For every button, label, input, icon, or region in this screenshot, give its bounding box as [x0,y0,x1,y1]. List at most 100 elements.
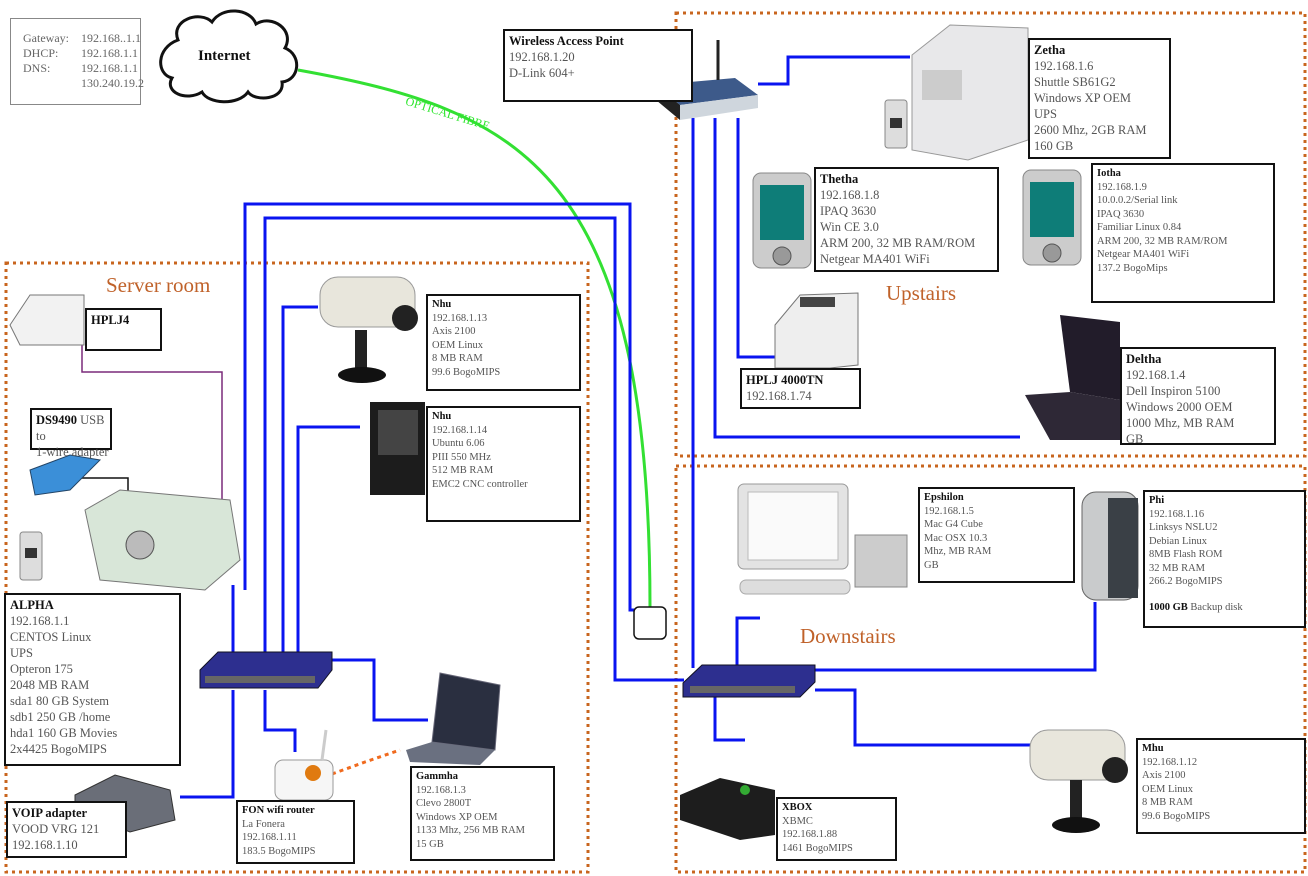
device-detail-line: Mhz, MB RAM [924,546,992,557]
device-detail-line: 1133 Mhz, 256 MB RAM [416,825,525,836]
device-detail-line: 99.6 BogoMIPS [432,366,501,378]
device-name: XBOX [782,802,813,813]
gateway-info-box: Gateway:192.168..1.1 DHCP:192.168.1.1 DN… [10,18,144,105]
device-detail-line: 192.168.1.20 [509,50,575,64]
device-detail-line: 10.0.0.2/Serial link [1097,195,1178,206]
device-detail-line: 183.5 BogoMIPS [242,845,316,857]
device-detail-line: 192.168.1.9 [1097,181,1147,193]
device-detail-line: 137.2 BogoMips [1097,262,1168,274]
internet-label: Internet [198,48,251,64]
serial-link-hplj4 [81,345,223,545]
ups-icon [884,99,908,149]
link-gammha [332,658,428,722]
link-voip [180,690,235,799]
device-detail-line: 192.168.1.3 [416,784,466,796]
printer-4000tn-icon [774,292,859,369]
alpha-ups-icon [19,531,43,581]
ds9490-adapter-icon [29,454,102,496]
device-detail-line: Mac G4 Cube [924,519,983,530]
device-detail-line: 2048 MB RAM [10,678,90,692]
device-name: ALPHA [10,598,54,612]
link-wap-printer [736,118,776,359]
zetha-pc-icon [911,24,1029,161]
device-name: HPLJ4 [91,313,130,327]
device-description: USB to [36,413,105,443]
internet-cloud-icon [159,9,299,104]
device-detail-line: UPS [10,646,33,660]
device-detail-line: Windows XP OEM [416,811,498,823]
device-detail-line: Linksys NSLU2 [1149,522,1218,533]
nslu2-icon [1081,491,1139,601]
deltha-laptop-icon [1025,315,1120,440]
optical-fibre-link [297,68,652,608]
device-detail-line: 192.168.1.8 [820,188,880,202]
gammha-laptop-icon [406,672,501,765]
device-detail-line: 192.168.1.6 [1034,59,1094,73]
device-detail-line: Netgear MA401 WiFi [1097,249,1190,260]
device-detail-line: 160 GB [1034,139,1074,153]
link-phi [815,602,1097,672]
device-detail-line: 2600 Mhz, 2GB RAM [1034,123,1147,137]
downstairs-label: Downstairs [800,624,896,648]
gateway-value: 192.168..1.1 [81,31,141,45]
link-xbox [713,697,745,742]
device-detail-line: Axis 2100 [432,326,476,337]
device-detail-line: Windows 2000 OEM [1126,400,1233,414]
nhu-pc-icon [370,402,425,495]
device-detail-line: Clevo 2800T [416,798,472,809]
device-detail-line: 1000 Mhz, MB RAM [1126,416,1235,430]
device-detail-line: 8MB Flash ROM [1149,549,1223,560]
xbox-icon [680,778,775,840]
link-nhu-pc [296,425,360,655]
device-detail-line: 32 MB RAM [1149,562,1206,574]
link-server-switch-downstairs [263,216,684,682]
device-name: VOIP adapter [12,806,88,820]
hplj4000-label-box: HPLJ 4000TN 192.168.1.74 [740,368,861,409]
device-detail-line: VOOD VRG 121 [12,822,100,836]
device-detail-line: 192.168.1.16 [1149,508,1205,520]
device-detail-line: hda1 160 GB Movies [10,726,118,740]
link-wap-deltha [713,118,1020,439]
mhu-camera-icon [1029,729,1128,833]
device-detail-line: 192.168.1.5 [924,505,974,517]
device-name: Nhu [432,411,452,422]
device-name: HPLJ 4000TN [746,373,824,387]
thetha-pda-icon [752,172,812,269]
device-detail-line: Win CE 3.0 [820,220,879,234]
device-detail-line: 512 MB RAM [432,465,494,476]
device-detail-line: XBMC [782,815,813,827]
device-detail-line: 192.168.1.4 [1126,368,1186,382]
device-detail-line: Familiar Linux 0.84 [1097,222,1182,233]
upstairs-zone [674,11,1307,458]
device-detail-line: 192.168.1.14 [432,424,488,436]
device-detail-line: IPAQ 3630 [1097,208,1145,220]
link-alpha-mediaconverter [243,202,636,612]
upstairs-label: Upstairs [886,281,956,305]
device-detail-line: Dell Inspiron 5100 [1126,384,1221,398]
mac-g4-icon [737,483,908,595]
dns-label: DNS: [23,61,51,75]
device-detail-line: sda1 80 GB System [10,694,109,708]
device-detail-line: 192.168.1.10 [12,838,78,852]
device-name: Epshilon [924,492,964,503]
device-detail-line: PIII 550 MHz [432,451,491,463]
dns-value: 192.168.1.1 [81,61,138,75]
device-detail-line: 8 MB RAM [432,353,483,364]
alpha-server-icon [84,489,241,591]
device-name: Nhu [432,299,452,310]
link-nhu-cam [281,305,318,655]
device-detail-line: Netgear MA401 WiFi [820,252,930,266]
device-detail-line: 192.168.1.74 [746,389,812,403]
device-detail-line: CENTOS Linux [10,630,92,644]
device-detail-line: 1461 BogoMIPS [782,842,853,854]
